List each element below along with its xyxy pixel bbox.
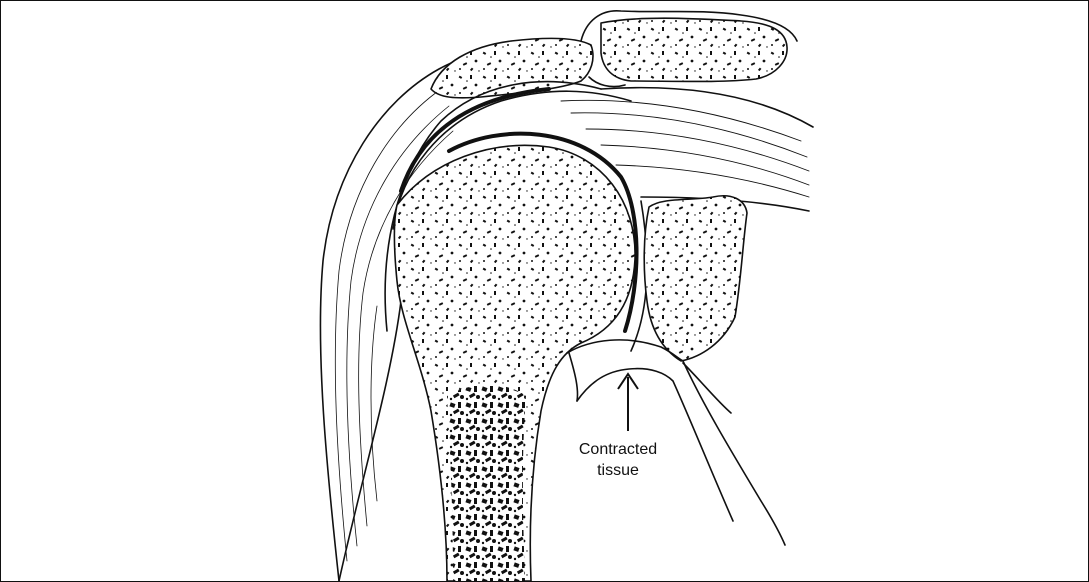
annotation-arrow [618,374,638,431]
glenoid [644,196,747,361]
label-line-1: Contracted [563,439,673,460]
contracted-tissue-label: Contracted tissue [563,439,673,481]
acromion [431,38,593,97]
label-line-2: tissue [563,460,673,481]
clavicle [601,18,787,81]
